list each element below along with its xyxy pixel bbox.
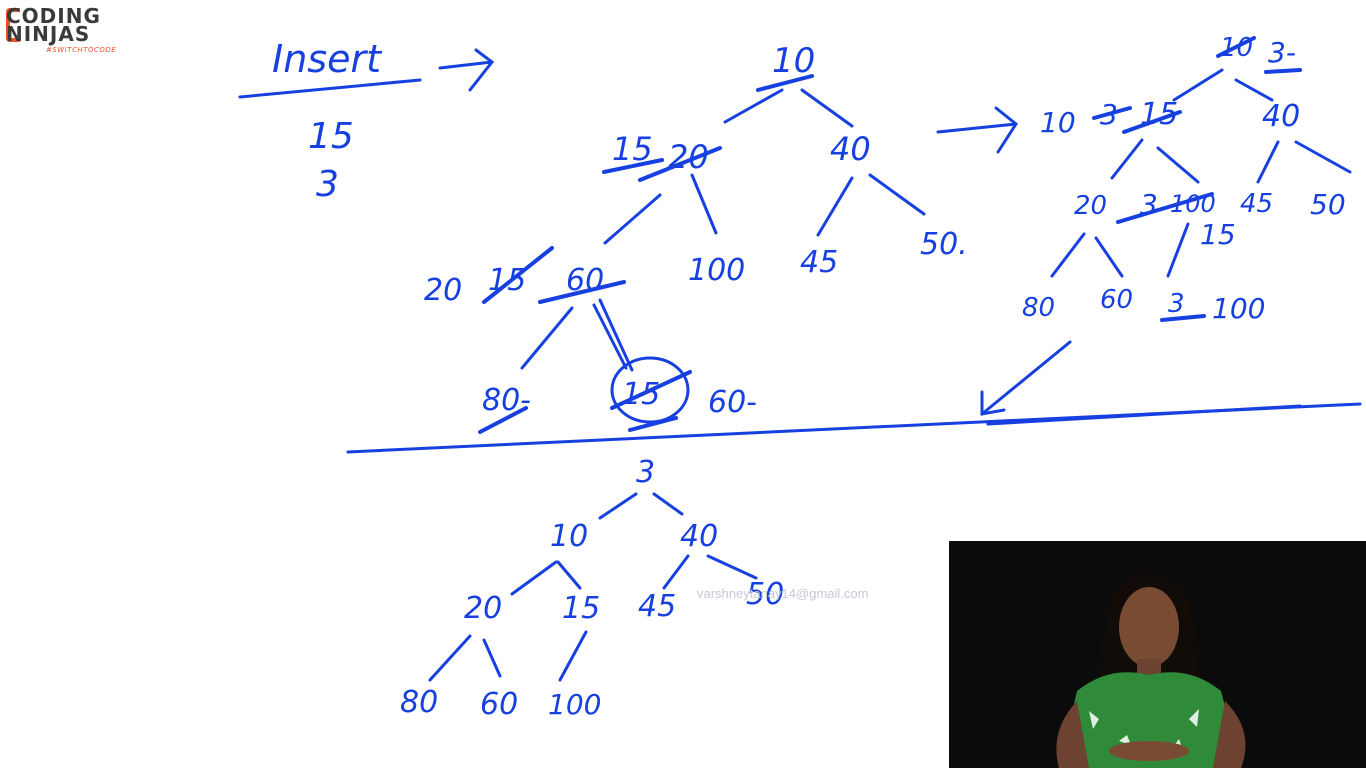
tree2-l2-100: 100 (1170, 190, 1216, 218)
tree2-l2-15: 15 (1200, 218, 1236, 251)
presenter-webcam (949, 541, 1366, 768)
title-underline (238, 78, 422, 99)
insert-value-3: 3 (316, 164, 339, 205)
tree1-edges-l1 (603, 173, 926, 245)
logo-tagline: #SWITCHTOCODE (46, 46, 117, 54)
tree3-l1-40: 40 (680, 519, 718, 554)
tree1-l3-80: 80- (482, 383, 531, 418)
tree1-right: 40 (830, 130, 871, 168)
tree3-root: 3 (636, 455, 655, 490)
tree1-l3-80-arrow (478, 406, 528, 434)
tree2-l3-60: 60 (1100, 285, 1133, 315)
tree2-l2-45: 45 (1240, 189, 1273, 219)
presenter-figure (949, 541, 1366, 768)
tree2-l2-20: 20 (1074, 191, 1107, 221)
tree1-l2-15-strike (482, 246, 554, 304)
tree3-l3-80: 80 (400, 685, 438, 720)
tree2-l3-80: 80 (1022, 293, 1055, 323)
logo-line-1: CODING (6, 4, 101, 28)
tree3-l3-60: 60 (480, 687, 518, 722)
title-insert: Insert (272, 37, 383, 81)
tree-2: 10 3- 10 3 15 40 20 3 100 15 45 50 80 60… (1022, 33, 1352, 325)
insert-value-15: 15 (308, 116, 354, 157)
tree3-edges-l1 (510, 554, 758, 596)
coding-ninjas-logo: CODING NINJAS #SWITCHTOCODE (6, 6, 116, 54)
tree2-l2-50: 50 (1310, 188, 1346, 221)
tree2-l3-3: 3 (1168, 289, 1185, 319)
tree2-l3-3-underline (1160, 314, 1206, 322)
tree2-left-pre: 10 (1040, 106, 1076, 139)
tree2-root-new-underline (1264, 68, 1302, 74)
tree2-l2-3-strike (1116, 192, 1214, 224)
logo-line-2: NINJAS (6, 22, 91, 46)
tree2-root-new: 3- (1268, 36, 1296, 69)
divider-line-2 (986, 404, 1302, 426)
tree3-l1-10: 10 (550, 519, 588, 554)
tree2-edges-l2 (1050, 222, 1190, 278)
tree-arrow (936, 106, 1018, 154)
tree1-left-new-underline (602, 158, 664, 174)
tree2-edges-l1 (1110, 138, 1352, 184)
tree3-edges-l2 (428, 630, 588, 682)
tree3-l2-45: 45 (638, 589, 676, 624)
email-watermark: varshneytanay14@gmail.com (697, 586, 869, 601)
down-arrow (980, 340, 1072, 416)
tree3-l2-20: 20 (464, 591, 502, 626)
tree1-l2-20: 20 (424, 273, 462, 308)
tree-1: 10 15 20 40 20 15 60 100 45 50. 80- 15 6… (424, 41, 968, 434)
tree3-edges-root (598, 492, 684, 520)
title-arrow (438, 48, 495, 92)
tree3-l3-100: 100 (548, 688, 601, 721)
tree1-l2-100: 100 (688, 253, 745, 288)
tree1-l2-45: 45 (800, 245, 838, 280)
tree1-edges-root (723, 88, 854, 128)
tree3-l2-15: 15 (562, 591, 600, 626)
tree2-root-strike (1216, 36, 1256, 58)
tree1-l3-circle (610, 356, 690, 424)
tree2-l3-100: 100 (1212, 292, 1265, 325)
tree1-l2-50: 50. (920, 227, 968, 262)
tree2-right: 40 (1262, 99, 1300, 134)
tree2-left-node-strike (1122, 110, 1182, 134)
tree1-left-strike (638, 146, 722, 182)
tree1-root: 10 (772, 41, 815, 81)
tree1-l3-60: 60- (708, 385, 757, 420)
tree1-l3-15-strike (610, 370, 692, 410)
tree-3: 3 10 40 20 15 45 50 80 60 100 (400, 455, 784, 722)
tree1-edges-l2 (520, 298, 634, 372)
tree2-edges-root (1172, 68, 1274, 102)
tree2-left-struck-line (1092, 106, 1132, 120)
tree3-l2-50: 50 (746, 577, 784, 612)
tree1-l3-15-underline (628, 416, 678, 432)
tree1-root-strike (756, 74, 814, 92)
tree1-l2-60-strike (538, 280, 626, 304)
logo-bracket-icon (6, 8, 20, 42)
